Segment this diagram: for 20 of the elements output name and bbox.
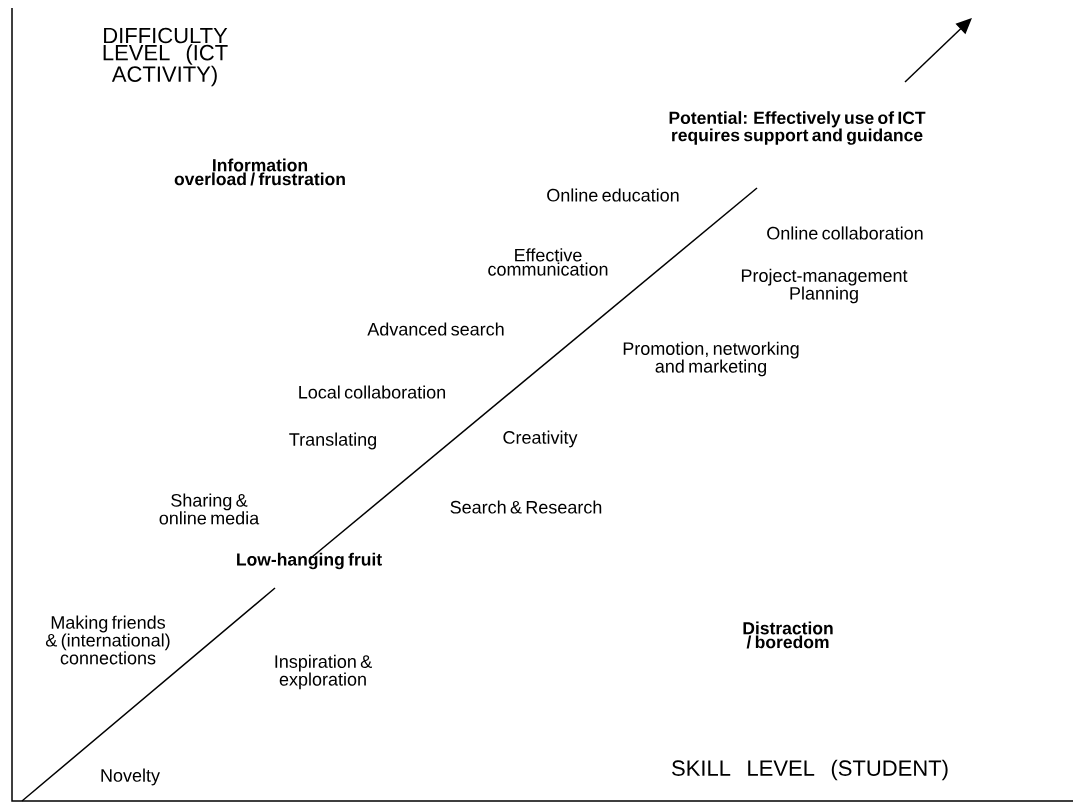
activity-label: Effective communication — [488, 248, 608, 276]
activity-label: Online education — [547, 188, 679, 202]
activity-label: Translating — [289, 432, 376, 450]
axis-label: DIFFICULTY LEVEL (ICT ACTIVITY) — [103, 27, 228, 87]
activity-label: Inspiration & exploration — [275, 654, 372, 690]
activity-label: Project-management Planning — [741, 268, 908, 304]
activity-label: Novelty — [101, 768, 160, 786]
activity-label: Creativity — [503, 430, 578, 448]
axis-label: SKILL LEVEL (STUDENT) — [672, 759, 948, 781]
region-label: Potential: Effectively use of ICT requires support and guidance — [669, 111, 926, 145]
region-label: Low-hanging fruit — [237, 552, 382, 570]
activity-label: Search & Research — [450, 500, 602, 514]
activity-label: Advanced search — [367, 322, 504, 336]
region-label: Information overload / frustration — [174, 158, 345, 186]
region-label: Distraction / boredom — [743, 621, 833, 649]
activity-label: Sharing & online media — [159, 493, 260, 525]
activity-label: Local collaboration — [299, 385, 445, 399]
activity-label: Online collaboration — [767, 226, 923, 240]
activity-label: Promotion, networking and marketing — [623, 341, 799, 377]
activity-label: Making friends & (international) connections — [45, 615, 170, 665]
